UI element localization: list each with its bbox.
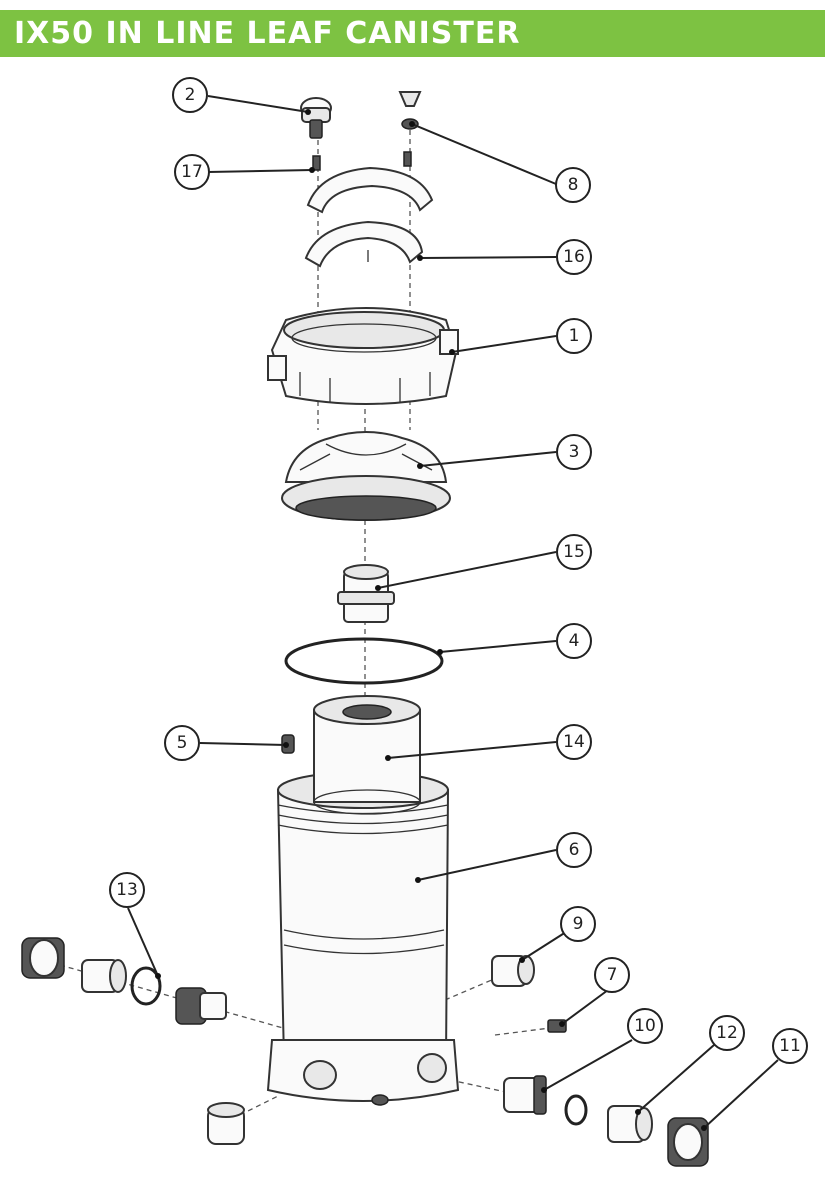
callout-8: 8 (555, 167, 591, 203)
title-bar: IX50 IN LINE LEAF CANISTER (0, 10, 825, 57)
callout-5: 5 (164, 725, 200, 761)
leader-dots (155, 109, 707, 1131)
part-3-lid (281, 431, 451, 521)
callout-13: 13 (109, 872, 145, 908)
diagram-title: IX50 IN LINE LEAF CANISTER (14, 16, 521, 51)
leader-lines (127, 95, 779, 1129)
callout-label: 14 (563, 732, 585, 752)
part-16-handle (304, 166, 434, 268)
callout-label: 13 (116, 880, 138, 900)
part-9-cap (491, 955, 535, 987)
callout-label: 2 (185, 85, 196, 105)
callout-label: 6 (569, 840, 580, 860)
bottom-plug (207, 1102, 245, 1145)
part-6-canister-body (266, 771, 460, 1106)
callout-label: 17 (181, 162, 203, 182)
callout-17: 17 (174, 154, 210, 190)
callout-11: 11 (772, 1028, 808, 1064)
callout-label: 15 (563, 542, 585, 562)
callout-9: 9 (560, 906, 596, 942)
callout-label: 12 (716, 1023, 738, 1043)
part-11-nut (667, 1117, 709, 1167)
callout-10: 10 (627, 1008, 663, 1044)
callout-label: 4 (569, 631, 580, 651)
part-17-screws (312, 151, 412, 171)
callout-2: 2 (172, 77, 208, 113)
callout-14: 14 (556, 724, 592, 760)
callout-1: 1 (556, 318, 592, 354)
part-8-air-relief (398, 91, 422, 130)
part-14-leaf-basket (313, 695, 421, 815)
callout-16: 16 (556, 239, 592, 275)
part-15-adapter (337, 564, 395, 623)
part-12-tail (607, 1105, 653, 1143)
part-4-o-ring (284, 637, 444, 685)
callout-label: 8 (568, 175, 579, 195)
callout-4: 4 (556, 623, 592, 659)
callout-label: 3 (569, 442, 580, 462)
union-o-ring (564, 1094, 588, 1126)
callout-label: 10 (634, 1016, 656, 1036)
callout-12: 12 (709, 1015, 745, 1051)
callout-6: 6 (556, 832, 592, 868)
callout-label: 11 (779, 1036, 801, 1056)
part-1-lock-ring (267, 307, 459, 405)
left-fittings (21, 937, 227, 1025)
callout-7: 7 (594, 957, 630, 993)
callout-15: 15 (556, 534, 592, 570)
callout-label: 5 (177, 733, 188, 753)
callout-3: 3 (556, 434, 592, 470)
part-10-union (503, 1075, 547, 1115)
callout-label: 9 (573, 914, 584, 934)
callout-label: 16 (563, 247, 585, 267)
part-2-gauge (300, 97, 332, 139)
callout-label: 1 (569, 326, 580, 346)
callout-label: 7 (607, 965, 618, 985)
